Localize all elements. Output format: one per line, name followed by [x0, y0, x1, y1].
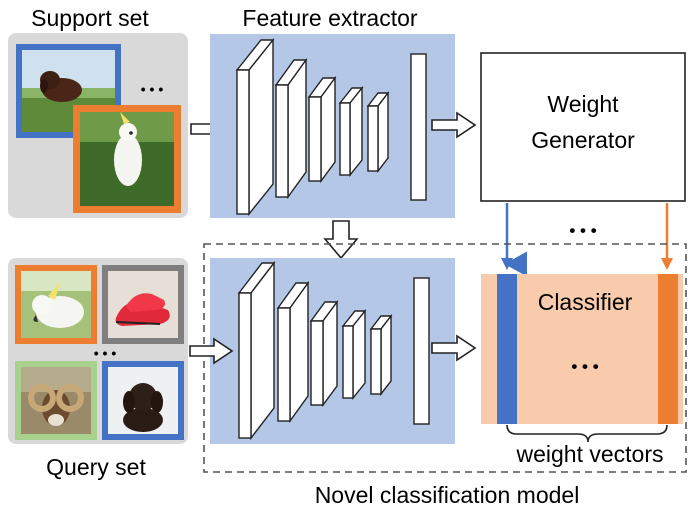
weight-generator-label-2: Generator [531, 127, 635, 153]
query-image-ram [15, 361, 97, 440]
query-image-shoe [102, 265, 184, 344]
classifier-label: Classifier [538, 289, 633, 315]
weight-generator-box [480, 52, 686, 202]
support-image-cockatoo [73, 105, 181, 213]
support-ellipsis: • • • [141, 81, 164, 97]
cnn-layers-bottom [237, 260, 430, 441]
classifier-ellipsis: • • • [571, 357, 598, 376]
generator-ellipsis: • • • [569, 221, 596, 240]
novel-model-label: Novel classification model [315, 482, 580, 508]
weight-generator-label-1: Weight [547, 91, 619, 117]
blue-weight-arrowhead [501, 258, 513, 270]
novel-model-boundary [203, 243, 687, 473]
query-image-puppy [102, 361, 184, 440]
query-image-cockatoo [15, 265, 97, 344]
weight-vectors-brace [506, 424, 668, 443]
classifier-orange-weight-bar [658, 274, 678, 424]
arrow-query-to-extractor [189, 337, 234, 365]
query-set-label: Query set [46, 454, 146, 480]
query-ellipsis: • • • [94, 345, 117, 361]
weight-vectors-label: weight vectors [515, 441, 663, 467]
orange-weight-arrowhead [661, 258, 673, 270]
support-set-label: Support set [31, 5, 149, 31]
arrow-extractor-to-classifier [431, 334, 477, 362]
feature-extractor-label: Feature extractor [242, 5, 417, 31]
arrow-extractor-to-generator [431, 111, 477, 139]
classifier-blue-weight-bar [497, 274, 517, 424]
cnn-layers-top [235, 38, 427, 216]
arrow-extractor-down [323, 220, 359, 260]
